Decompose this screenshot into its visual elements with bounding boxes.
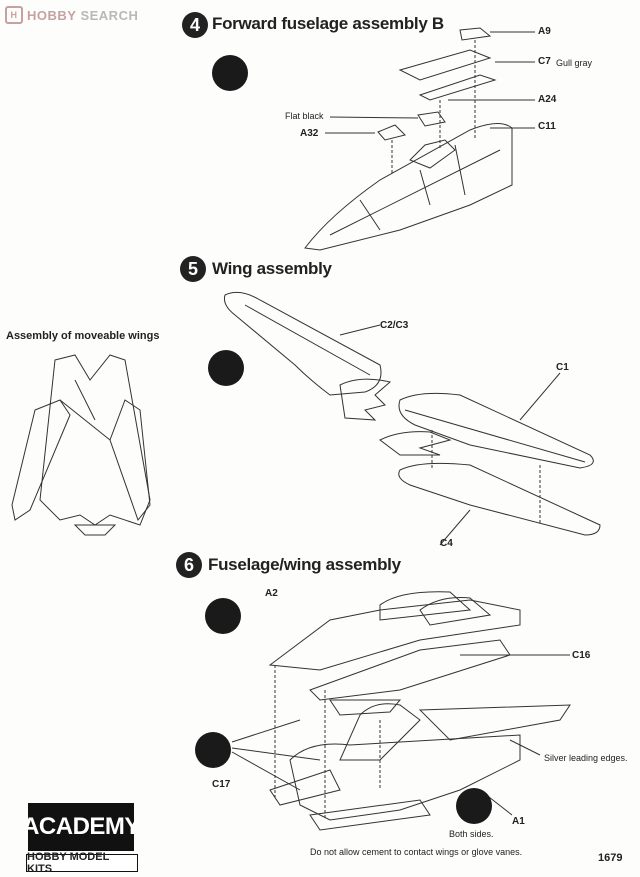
cement-icon [208, 350, 244, 386]
label-a24: A24 [538, 94, 557, 105]
label-c7: C7 [538, 56, 551, 67]
watermark: H HOBBY SEARCH [5, 6, 138, 24]
fuselage-wing-drawing [231, 591, 571, 831]
academy-logo: ACADEMY [22, 803, 140, 851]
label-c16: C16 [572, 650, 591, 661]
label-c11: C11 [538, 121, 556, 132]
note-both-sides: Both sides. [449, 829, 494, 839]
side-caption: Assembly of moveable wings [6, 330, 160, 342]
watermark-brand: HOBBY [27, 7, 77, 23]
label-c4: C4 [440, 538, 453, 549]
label-a9: A9 [538, 26, 551, 37]
step-5-title: Wing assembly [212, 259, 332, 278]
step-4-badge: 4 [182, 12, 208, 38]
label-c1: C1 [556, 362, 569, 373]
hobby-model-kits-label: HOBBY MODEL KITS [26, 851, 138, 875]
label-a2: A2 [265, 588, 278, 599]
label-a1: A1 [512, 816, 525, 827]
cement-warning: Do not allow cement to contact wings or … [310, 847, 523, 857]
step-5-badge: 5 [180, 256, 206, 282]
step-4-title: Forward fuselage assembly B [212, 14, 444, 33]
watermark-suffix: SEARCH [80, 7, 139, 23]
note-gull-gray: Gull gray [556, 58, 593, 68]
moveable-wings-drawing [11, 354, 151, 536]
forward-fuselage-drawing [304, 27, 535, 251]
label-c17: C17 [212, 779, 231, 790]
step-6-title: Fuselage/wing assembly [208, 555, 401, 574]
cement-icon [212, 55, 248, 91]
label-c2-c3: C2/C3 [380, 320, 409, 331]
note-flat-black: Flat black [285, 111, 324, 121]
note-silver: Silver leading edges. [544, 753, 628, 763]
hobbysearch-logo-icon: H [5, 6, 23, 24]
label-a32: A32 [300, 128, 319, 139]
step-6-badge: 6 [176, 552, 202, 578]
knife-icon [456, 788, 492, 824]
page-number: 1679 [598, 852, 623, 864]
cement-icon [205, 598, 241, 634]
wing-drawing [224, 291, 601, 546]
no-cement-icon [195, 732, 231, 768]
